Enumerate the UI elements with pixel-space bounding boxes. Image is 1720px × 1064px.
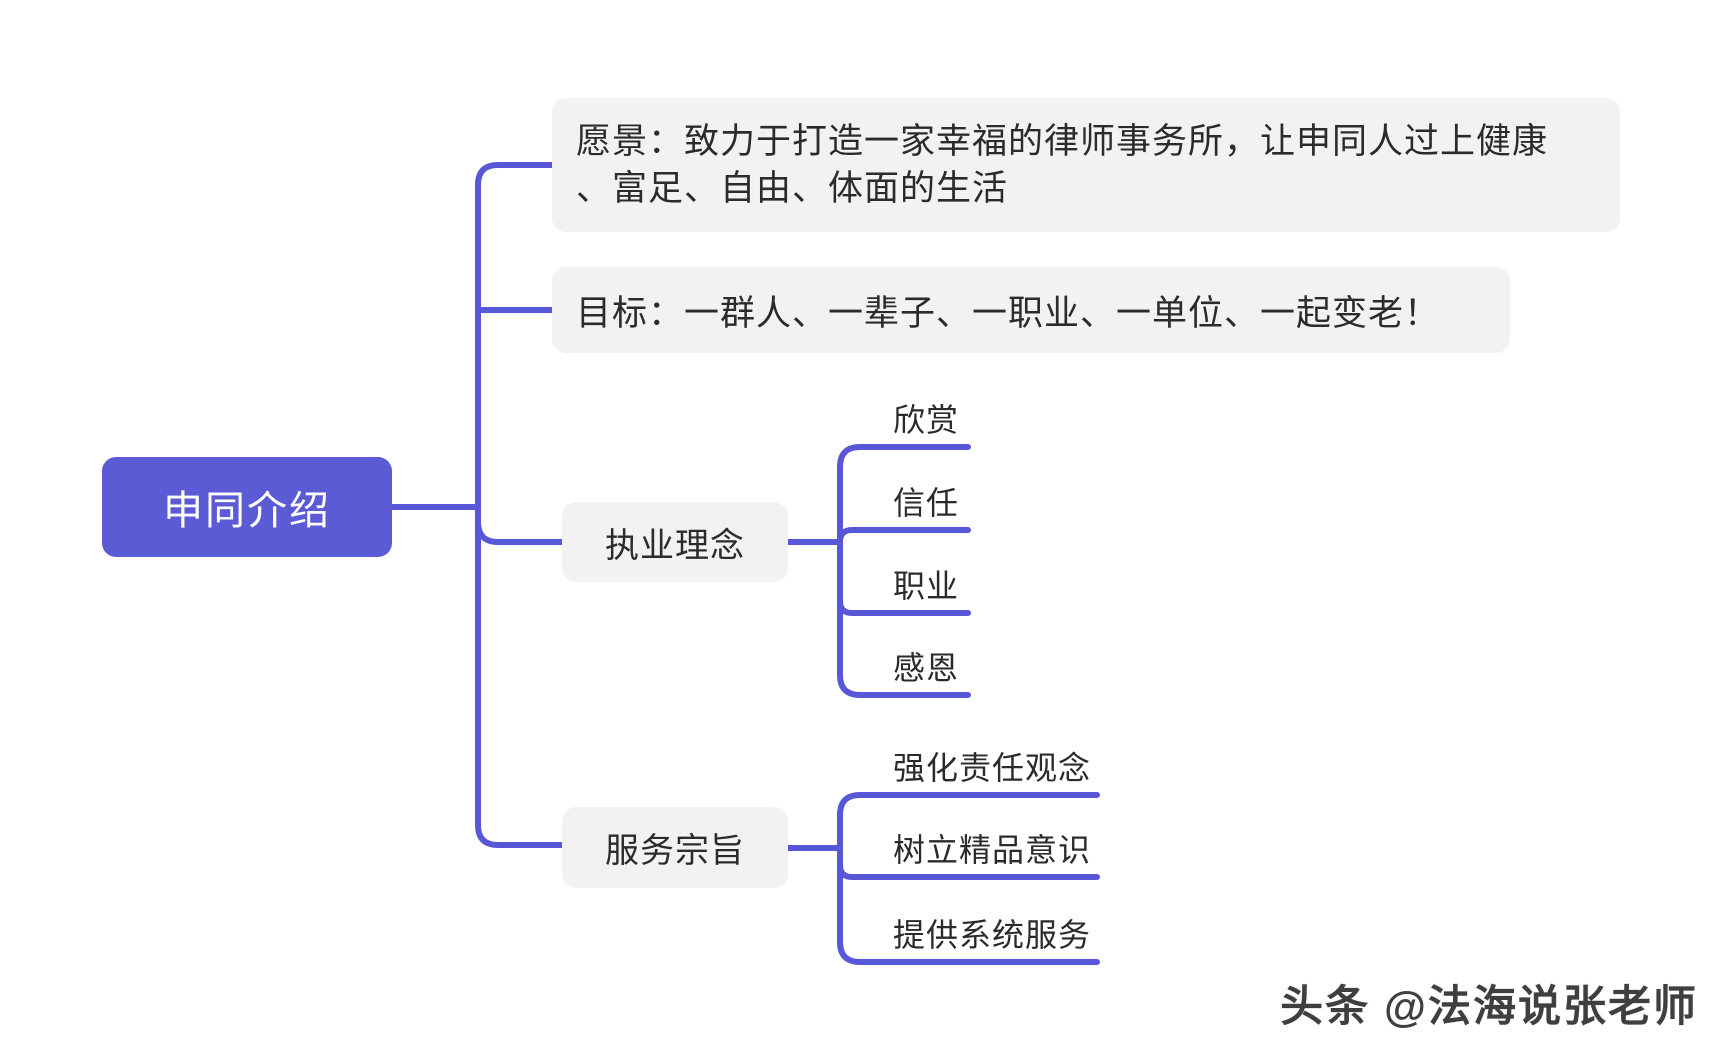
connector-spine (475, 162, 566, 848)
leaf-shuli-jingpin: 树立精品意识 (893, 832, 1092, 868)
branch-vision-line1: 愿景：致力于打造一家幸福的律师事务所，让申同人过上健康 (576, 122, 1549, 161)
connector-leaf-xinren (837, 527, 971, 545)
connector-leaf-ganen (837, 539, 971, 698)
leaf-qianghua-zeren: 强化责任观念 (893, 750, 1092, 786)
branch-service: 服务宗旨 (562, 807, 788, 888)
branch-vision-line2: 、富足、自由、体面的生活 (576, 169, 1009, 208)
connector-philosophy (475, 519, 566, 545)
connector-leaf-qianghua (837, 792, 1100, 851)
leaf-xinren: 信任 (893, 485, 960, 521)
leaf-ganen: 感恩 (893, 650, 960, 686)
connector-leaf-tigong (837, 845, 1100, 965)
watermark: 头条 @法海说张老师 (1280, 983, 1698, 1031)
branch-goal: 目标：一群人、一辈子、一职业、一单位、一起变老！ (552, 267, 1510, 353)
branch-philosophy: 执业理念 (562, 502, 788, 582)
connector-leaf-xinshang (837, 444, 971, 545)
leaf-zhiye: 职业 (893, 568, 960, 604)
leaf-tigong-xitong: 提供系统服务 (893, 917, 1092, 953)
branch-vision: 愿景：致力于打造一家幸福的律师事务所，让申同人过上健康 、富足、自由、体面的生活 (552, 98, 1620, 232)
leaf-xinshang: 欣赏 (893, 402, 960, 438)
root-node: 申同介绍 (102, 457, 392, 557)
